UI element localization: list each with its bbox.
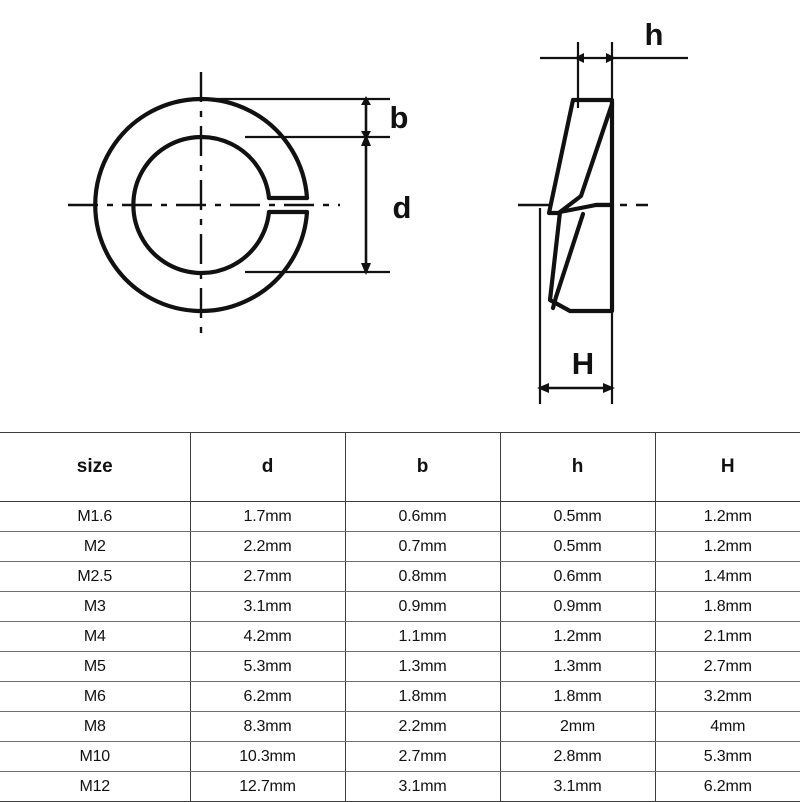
dimension-h-arrow-left xyxy=(574,53,584,63)
cell-b: 0.6mm xyxy=(345,501,501,532)
cell-d: 2.2mm xyxy=(190,531,346,562)
cell-size: M10 xyxy=(0,741,191,772)
cell-h: 0.5mm xyxy=(500,501,656,532)
cell-b: 0.7mm xyxy=(345,531,501,562)
dimension-h-arrow-right xyxy=(606,53,616,63)
dimension-d: d xyxy=(361,134,411,275)
cell-h: 1.2mm xyxy=(500,621,656,652)
cell-size: M2.5 xyxy=(0,561,191,592)
cell-H: 6.2mm xyxy=(655,771,800,802)
cell-size: M2 xyxy=(0,531,191,562)
cell-b: 0.8mm xyxy=(345,561,501,592)
cell-d: 1.7mm xyxy=(190,501,346,532)
table-header-row: size d b h H xyxy=(0,433,800,502)
dimension-H-arrow-left xyxy=(537,383,549,393)
cell-size: M4 xyxy=(0,621,191,652)
cell-d: 10.3mm xyxy=(190,741,346,772)
cell-b: 1.3mm xyxy=(345,651,501,682)
cell-h: 2.8mm xyxy=(500,741,656,772)
dimension-H: H xyxy=(537,346,615,393)
dimension-b: b xyxy=(361,96,408,140)
column-header-d: d xyxy=(190,433,346,502)
cell-b: 2.2mm xyxy=(345,711,501,742)
cell-b: 3.1mm xyxy=(345,771,501,802)
cell-H: 4mm xyxy=(655,711,800,742)
cell-h: 2mm xyxy=(500,711,656,742)
cell-b: 1.8mm xyxy=(345,681,501,712)
front-view-extension-lines xyxy=(201,97,390,274)
front-view-centerlines xyxy=(68,72,340,338)
technical-drawing-area: b d xyxy=(68,17,688,404)
cell-H: 1.2mm xyxy=(655,531,800,562)
cell-H: 5.3mm xyxy=(655,741,800,772)
dimension-b-arrow-top xyxy=(361,96,371,105)
cell-d: 3.1mm xyxy=(190,591,346,622)
dimension-H-label: H xyxy=(572,346,594,381)
cell-d: 12.7mm xyxy=(190,771,346,802)
cell-h: 0.5mm xyxy=(500,531,656,562)
technical-drawing-svg: b d xyxy=(68,17,688,404)
dimension-d-arrow-bottom xyxy=(361,263,371,275)
column-header-H: H xyxy=(655,433,800,502)
cell-d: 2.7mm xyxy=(190,561,346,592)
column-header-h: h xyxy=(500,433,656,502)
cell-H: 3.2mm xyxy=(655,681,800,712)
cell-h: 1.8mm xyxy=(500,681,656,712)
cell-h: 1.3mm xyxy=(500,651,656,682)
cell-H: 2.7mm xyxy=(655,651,800,682)
column-header-b: b xyxy=(345,433,501,502)
cell-size: M3 xyxy=(0,591,191,622)
washer-lower-inner-edge xyxy=(550,211,586,311)
side-view-H-extension-lines xyxy=(538,208,614,404)
dimension-H-arrow-right xyxy=(603,383,615,393)
cell-size: M5 xyxy=(0,651,191,682)
cell-b: 1.1mm xyxy=(345,621,501,652)
side-view-h-extension-lines xyxy=(540,42,688,108)
washer-outer-contour xyxy=(93,96,310,314)
split-lock-washer-front-view: b d xyxy=(68,72,411,338)
cell-d: 4.2mm xyxy=(190,621,346,652)
cell-d: 5.3mm xyxy=(190,651,346,682)
dimension-h-label: h xyxy=(645,17,664,52)
dimension-d-arrow-top xyxy=(361,134,371,146)
cell-H: 1.8mm xyxy=(655,591,800,622)
cell-b: 2.7mm xyxy=(345,741,501,772)
split-lock-washer-side-view: h H xyxy=(518,17,688,404)
cell-b: 0.9mm xyxy=(345,591,501,622)
dimension-h: h xyxy=(574,17,663,63)
washer-upper-inner-edge xyxy=(557,101,615,215)
cell-d: 6.2mm xyxy=(190,681,346,712)
dimension-d-label: d xyxy=(393,190,412,225)
cell-H: 1.2mm xyxy=(655,501,800,532)
cell-h: 0.9mm xyxy=(500,591,656,622)
column-header-size: size xyxy=(0,433,191,502)
cell-d: 8.3mm xyxy=(190,711,346,742)
cell-size: M1.6 xyxy=(0,501,191,532)
cell-h: 0.6mm xyxy=(500,561,656,592)
cell-H: 1.4mm xyxy=(655,561,800,592)
dimension-b-label: b xyxy=(390,100,409,135)
washer-inner-contour xyxy=(131,134,272,276)
cell-H: 2.1mm xyxy=(655,621,800,652)
cell-size: M12 xyxy=(0,771,191,802)
cell-size: M6 xyxy=(0,681,191,712)
cell-h: 3.1mm xyxy=(500,771,656,802)
table-top-rule xyxy=(0,432,800,433)
cell-size: M8 xyxy=(0,711,191,742)
